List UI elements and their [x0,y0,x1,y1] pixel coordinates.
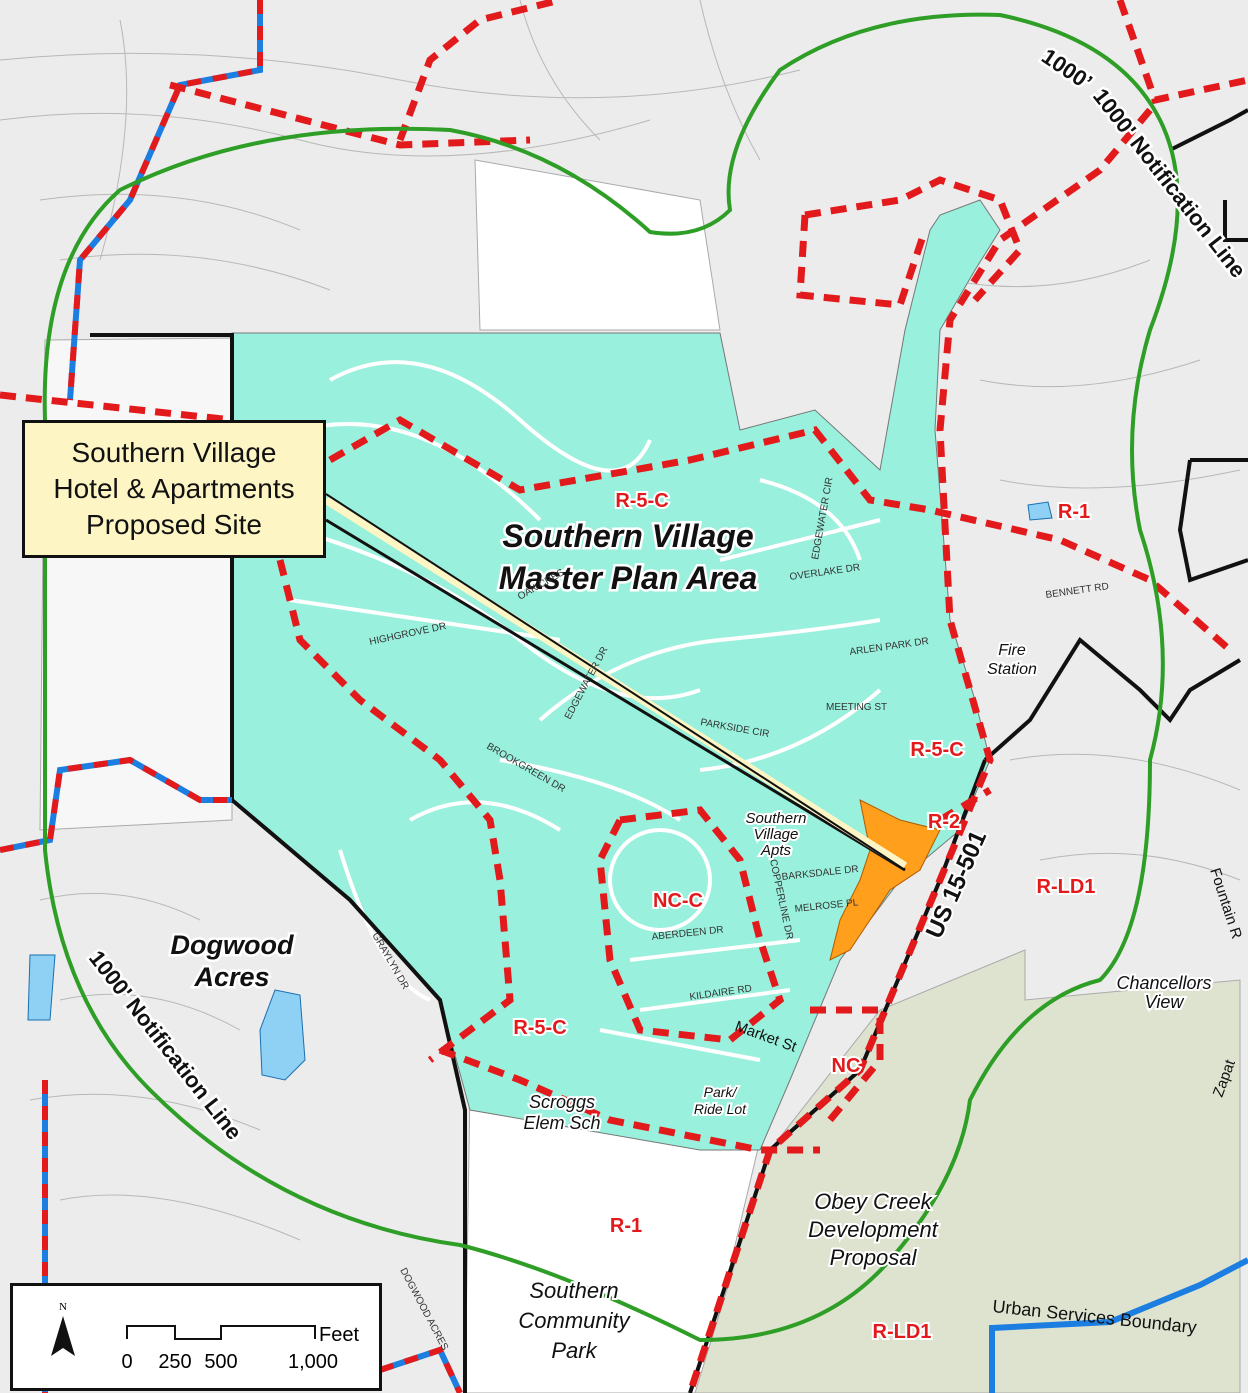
park-ride-label-1: Park/ [704,1084,739,1100]
callout-line-2: Hotel & Apartments [53,473,295,504]
zone-rld1-bottom: R-LD1 [873,1321,932,1343]
dogwood-label-1: Dogwood [171,930,294,960]
callout-leader-tip [809,807,906,871]
street-meeting: MEETING ST [826,702,887,713]
scroggs-label-2: Elem Sch [523,1113,600,1133]
master-plan-label-1: Southern Village [502,518,753,554]
callout-leader-edge [325,493,811,809]
park-ride-label-2: Ride Lot [694,1101,747,1117]
zone-nc: NC [832,1055,861,1077]
scale-unit: Feet [319,1324,359,1346]
proposed-site[interactable] [829,799,941,961]
zone-rld1-right: R-LD1 [1037,876,1096,898]
zone-r5c-bottom: R-5-C [513,1017,566,1039]
chancellors-label-2: View [1145,992,1185,1012]
obey-creek-label-2: Development [808,1217,939,1242]
callout-line-3: Proposed Site [86,509,262,540]
scale-tick-500: 500 [204,1351,237,1373]
notification-line [42,12,1180,1343]
callout-line-1: Southern Village [71,437,277,468]
fire-station-label-1: Fire [998,642,1026,659]
lake [259,989,306,1081]
sv-apts-label-1: Southern [746,810,807,827]
scale-tick-250: 250 [158,1351,191,1373]
fire-station-label-2: Station [987,661,1037,678]
sv-apts-label-2: Village [754,826,799,843]
obey-creek-label-3: Proposal [830,1245,918,1270]
proposed-site-callout: Southern Village Hotel & Apartments Prop… [22,420,326,558]
sv-apts-label-3: Apts [760,842,792,859]
open-parcel [474,159,721,331]
callout-leader [325,518,906,872]
scale-tick-0: 0 [121,1351,132,1373]
zone-r1-right: R-1 [1058,501,1090,523]
chancellors-label-1: Chancellors [1116,973,1211,993]
north-label: N [59,1301,67,1313]
dogwood-label-2: Acres [193,962,269,992]
master-plan-label-2: Master Plan Area [499,560,757,596]
community-park-label-1: Southern [529,1278,618,1303]
scale-bar: N Feet 0 250 500 1,000 [51,1301,359,1373]
zone-r5c-right: R-5-C [910,739,963,761]
zone-r5c-top: R-5-C [615,490,668,512]
scroggs-label-1: Scroggs [529,1092,595,1112]
north-arrow-icon [51,1316,75,1356]
pond [1027,501,1053,521]
community-park-label-3: Park [551,1338,597,1363]
community-park-label-2: Community [518,1308,631,1333]
zone-r1-bottom: R-1 [610,1215,642,1237]
parcel-texture [0,0,1241,1241]
scale-and-north-box: N Feet 0 250 500 1,000 [10,1283,382,1391]
scale-tick-1000: 1,000 [288,1351,338,1373]
lake [27,954,56,1021]
scale-bar-line [126,1325,316,1340]
zone-ncc: NC-C [653,890,703,912]
zone-r2: R-2 [928,811,960,833]
obey-creek-label-1: Obey Creek [814,1189,932,1214]
